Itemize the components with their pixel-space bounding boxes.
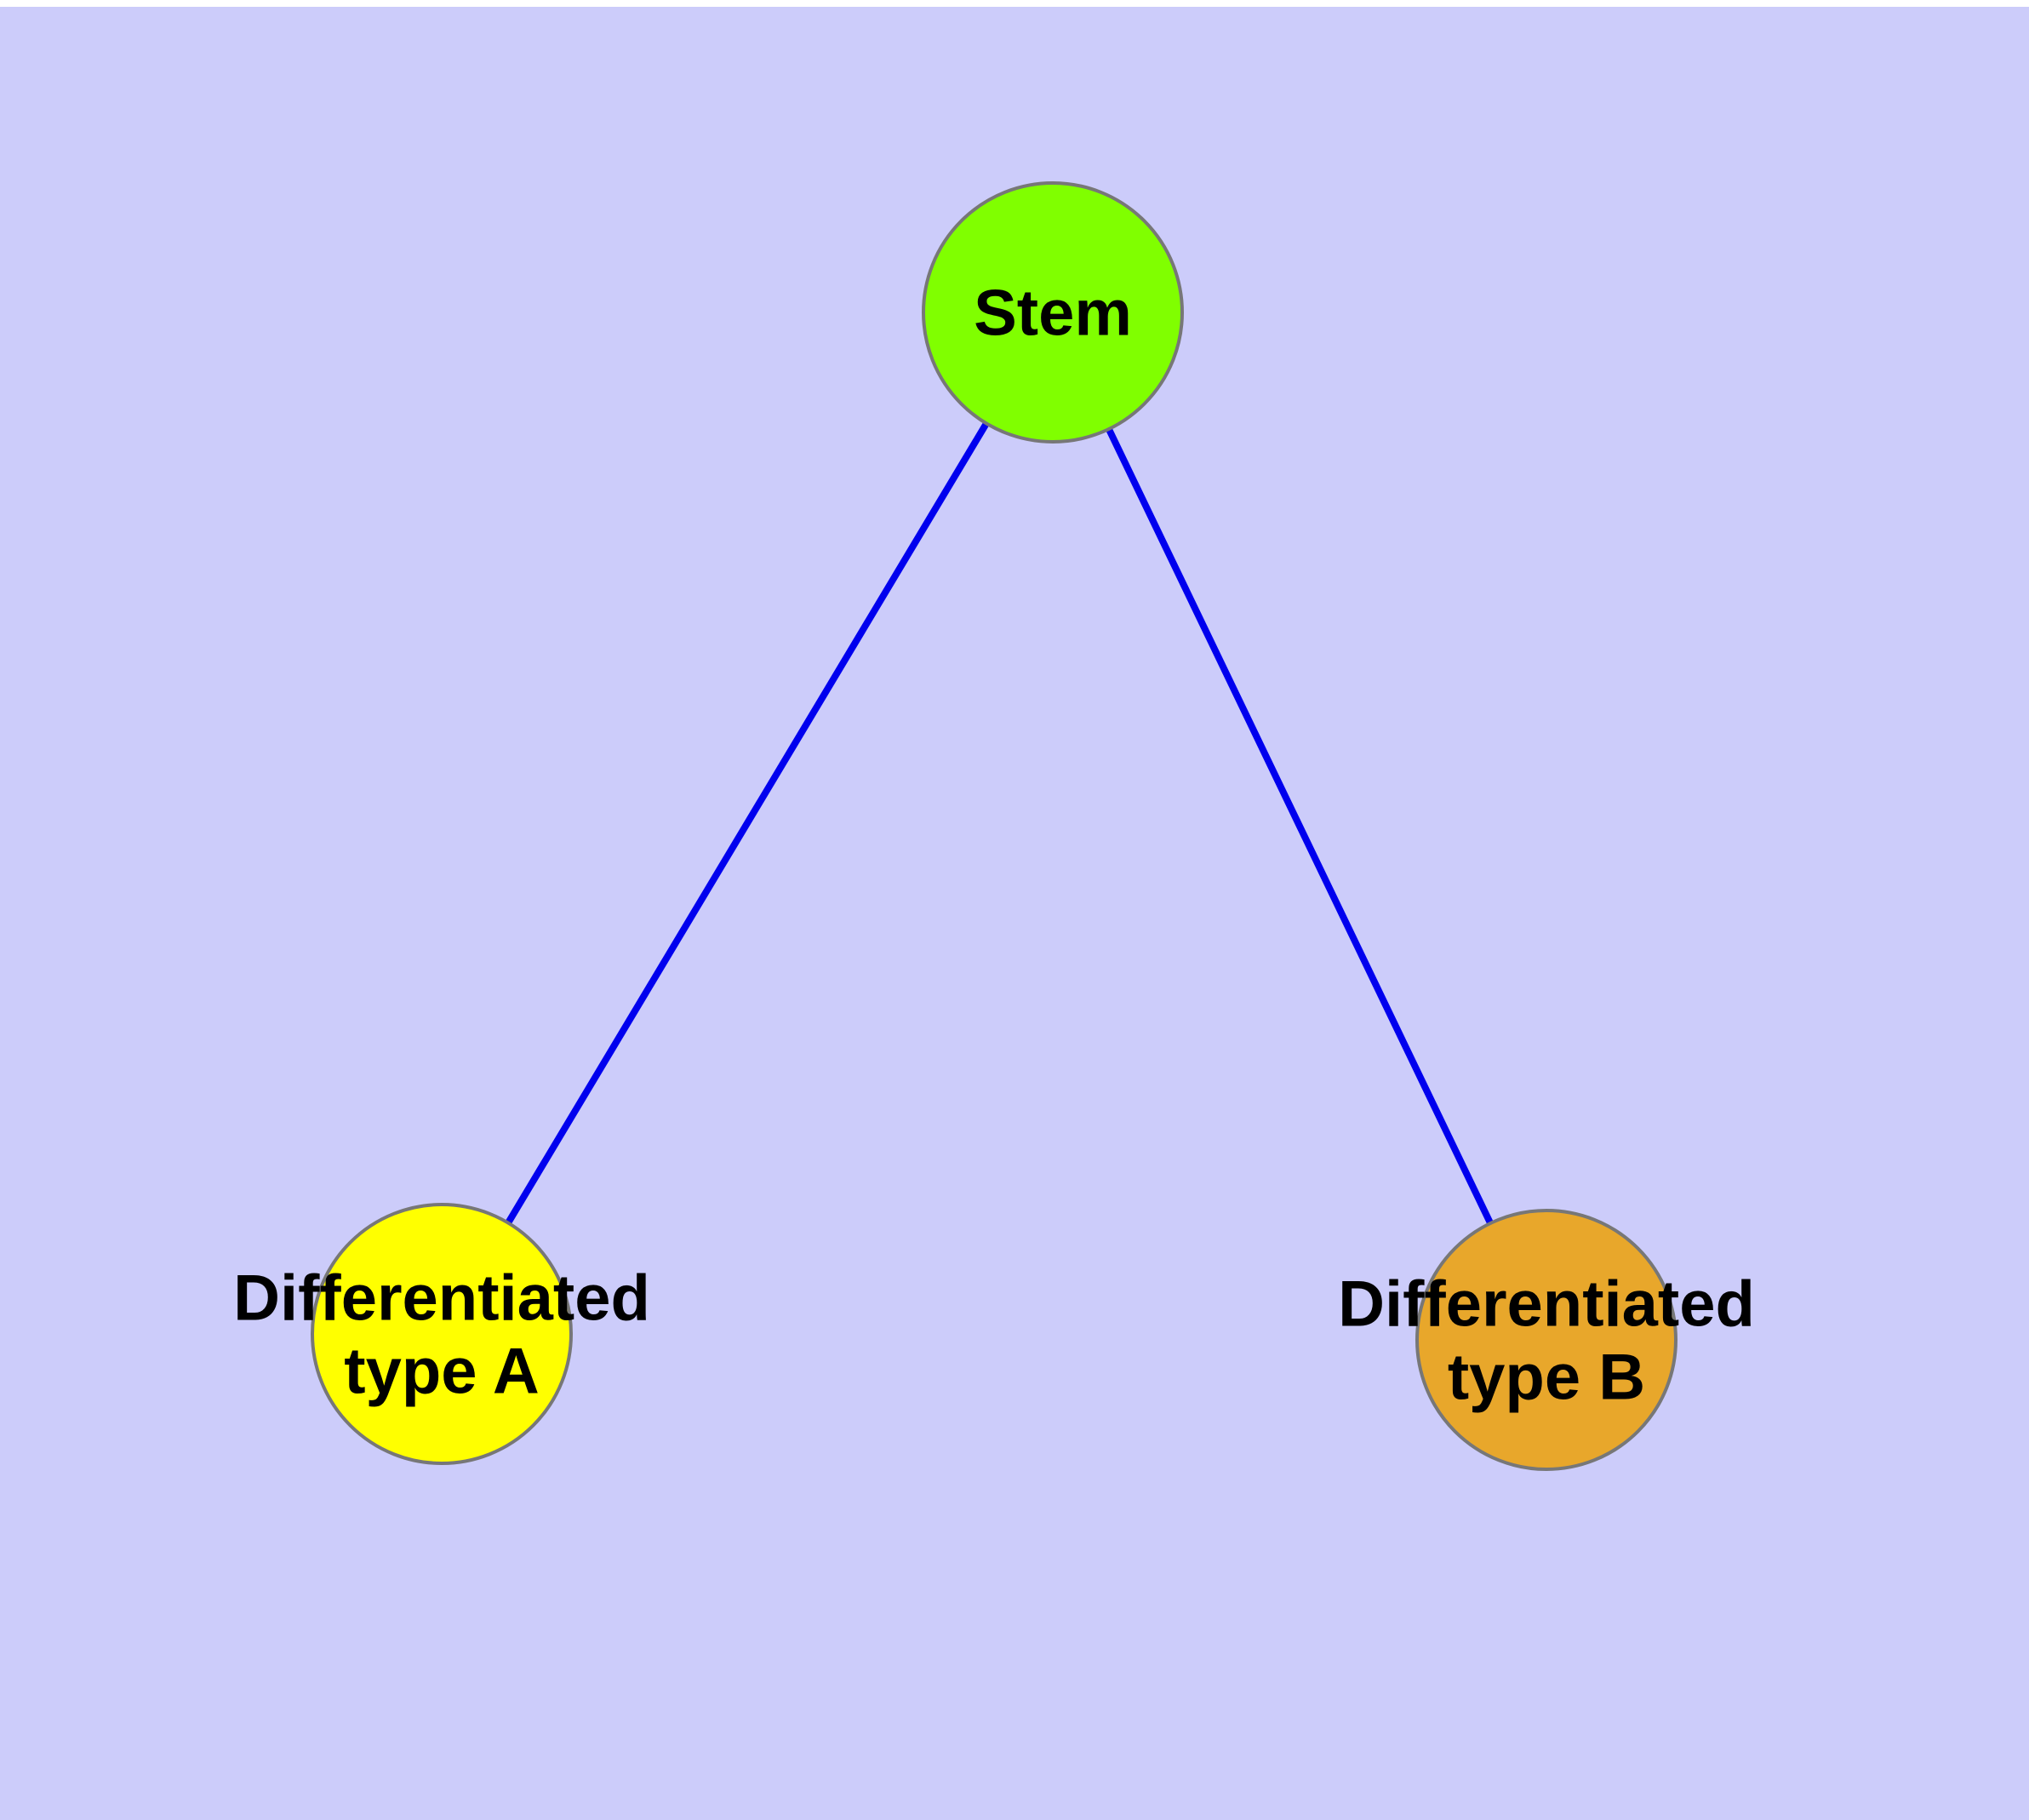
node-label-line: Differentiated xyxy=(233,1262,650,1335)
nodes-layer xyxy=(311,181,1677,1471)
node-label-stem: Stem xyxy=(974,278,1132,350)
node-label-line: type A xyxy=(344,1336,539,1408)
edges-layer xyxy=(438,310,1550,1342)
node-diff-b[interactable] xyxy=(1415,1209,1677,1471)
node-diff-a[interactable] xyxy=(311,1203,573,1465)
node-label-line: type B xyxy=(1448,1342,1645,1414)
edge-stem-to-diff-a[interactable] xyxy=(438,310,1056,1336)
node-label-line: Differentiated xyxy=(1338,1268,1755,1341)
node-label-line: Stem xyxy=(974,278,1132,350)
edge-stem-to-diff-b[interactable] xyxy=(1049,311,1550,1342)
node-stem[interactable] xyxy=(922,181,1184,444)
